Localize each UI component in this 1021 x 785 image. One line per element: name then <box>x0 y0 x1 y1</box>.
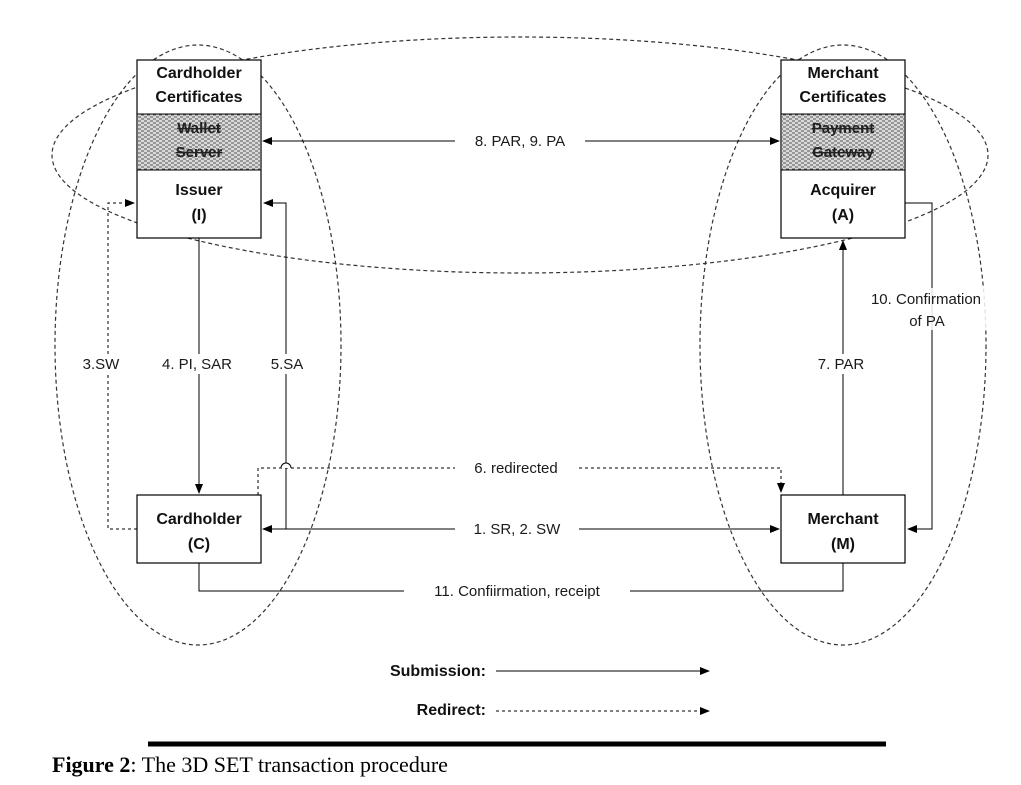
edge-confirmation-receipt: 11. Confiirmation, receipt <box>198 563 844 601</box>
domain-ellipse-interoperability <box>51 36 989 274</box>
wallet-server-label-2: Server <box>176 144 223 161</box>
edge-par-pa: 8. PAR, 9. PA <box>262 131 780 151</box>
legend: Submission: Redirect: <box>390 663 710 719</box>
cardholder-certificates-node: Cardholder Certificates Wallet Server Is… <box>136 59 262 239</box>
edge-confirmation-pa: 10. Confirmation of PA <box>853 202 999 533</box>
edge-par-label: 7. PAR <box>818 356 865 373</box>
payment-gateway-label-2: Gateway <box>812 144 874 161</box>
legend-submission-label: Submission: <box>390 663 486 680</box>
edge-pi-sar: 4. PI, SAR <box>147 238 247 494</box>
cardholder-certificates-label-1: Cardholder <box>156 65 241 82</box>
domain-ellipse-issuer <box>54 44 342 646</box>
edge-redirected: 6. redirected <box>257 458 785 495</box>
merchant-certificates-label-2: Certificates <box>799 89 886 106</box>
figure-caption: Figure 2: The 3D SET transaction procedu… <box>52 752 448 778</box>
edge-confirmation-pa-label-1: 10. Confirmation <box>871 291 981 308</box>
cardholder-label-2: (C) <box>188 536 210 553</box>
figure-caption-text: : The 3D SET transaction procedure <box>130 752 448 777</box>
edge-sa: 5.SA <box>262 199 312 530</box>
edge-par: 7. PAR <box>805 240 877 495</box>
cardholder-label-1: Cardholder <box>156 511 241 528</box>
edge-sr-sw-label: 1. SR, 2. SW <box>474 521 562 538</box>
domain-ellipse-acquirer <box>699 44 987 646</box>
figure-caption-label: Figure 2 <box>52 752 131 777</box>
edge-sa-label: 5.SA <box>271 356 304 373</box>
edge-redirected-label: 6. redirected <box>474 460 557 477</box>
merchant-label-2: (M) <box>831 536 855 553</box>
edge-sr-sw: 1. SR, 2. SW <box>262 519 780 539</box>
edge-pi-sar-label: 4. PI, SAR <box>162 356 232 373</box>
issuer-label-2: (I) <box>191 207 206 224</box>
edge-par-pa-label: 8. PAR, 9. PA <box>475 133 565 150</box>
merchant-label-1: Merchant <box>807 511 879 528</box>
merchant-certificates-node: Merchant Certificates Payment Gateway Ac… <box>780 59 906 239</box>
acquirer-label-1: Acquirer <box>810 182 876 199</box>
payment-gateway-label-1: Payment <box>812 120 875 137</box>
edge-confirmation-receipt-label: 11. Confiirmation, receipt <box>434 583 600 600</box>
edge-sw: 3.SW <box>76 199 137 530</box>
issuer-label-1: Issuer <box>175 182 222 199</box>
merchant-certificates-label-1: Merchant <box>807 65 879 82</box>
merchant-node: Merchant (M) <box>780 494 906 564</box>
wallet-server-label-1: Wallet <box>177 120 221 137</box>
acquirer-label-2: (A) <box>832 207 854 224</box>
cardholder-certificates-label-2: Certificates <box>155 89 242 106</box>
edge-confirmation-pa-label-2: of PA <box>909 313 945 330</box>
edge-sw-label: 3.SW <box>83 356 121 373</box>
legend-redirect-label: Redirect: <box>417 702 486 719</box>
cardholder-node: Cardholder (C) <box>136 494 262 564</box>
